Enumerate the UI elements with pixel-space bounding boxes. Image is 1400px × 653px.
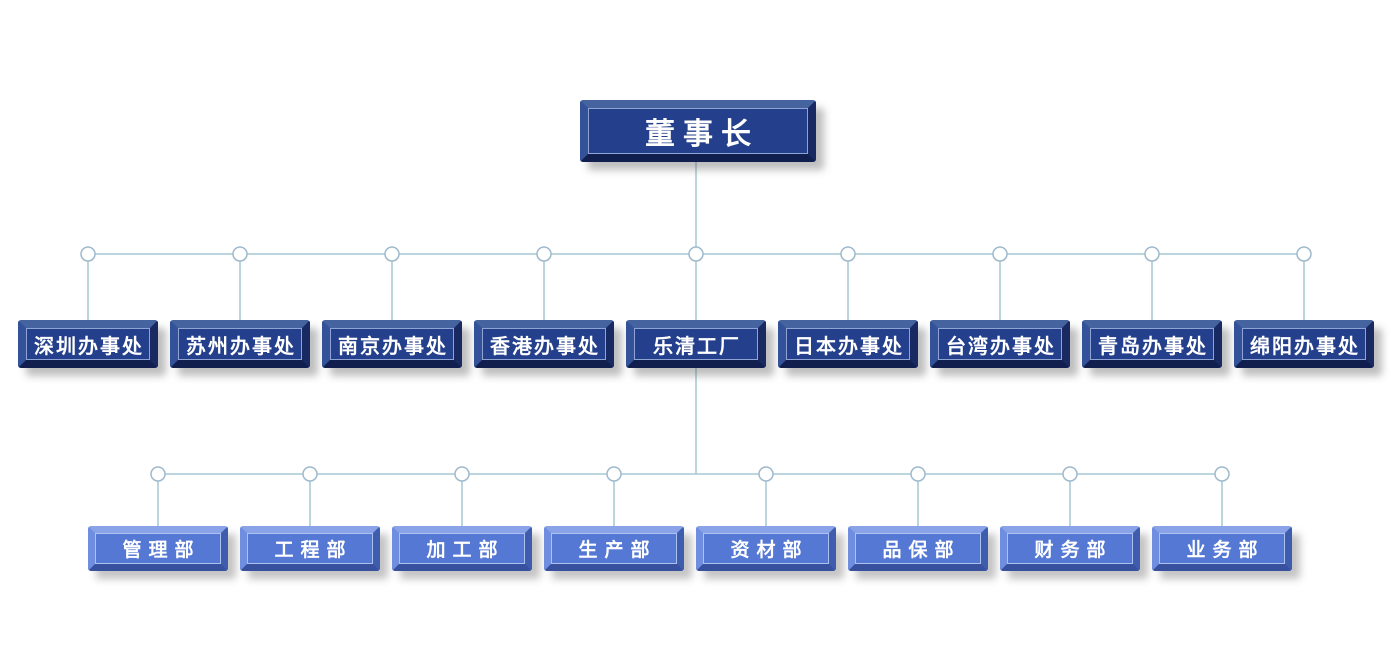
node-japan-office: 日本办事处 (778, 320, 918, 368)
node-qingdao-office: 青岛办事处 (1082, 320, 1222, 368)
node-business-dept: 业务部 (1152, 526, 1292, 571)
node-mianyang-office: 绵阳办事处 (1234, 320, 1374, 368)
node-engineering-dept: 工程部 (240, 526, 380, 571)
node-hongkong-office: 香港办事处 (474, 320, 614, 368)
node-taiwan-office: 台湾办事处 (930, 320, 1070, 368)
node-finance-dept: 财务部 (1000, 526, 1140, 571)
node-quality-dept: 品保部 (848, 526, 988, 571)
node-nanjing-office: 南京办事处 (322, 320, 462, 368)
node-materials-dept: 资材部 (696, 526, 836, 571)
node-production-dept: 生产部 (544, 526, 684, 571)
node-management-dept: 管理部 (88, 526, 228, 571)
node-yueqing-factory: 乐清工厂 (626, 320, 766, 368)
node-shenzhen-office: 深圳办事处 (18, 320, 158, 368)
node-suzhou-office: 苏州办事处 (170, 320, 310, 368)
node-chairman: 董事长 (580, 100, 816, 162)
node-processing-dept: 加工部 (392, 526, 532, 571)
